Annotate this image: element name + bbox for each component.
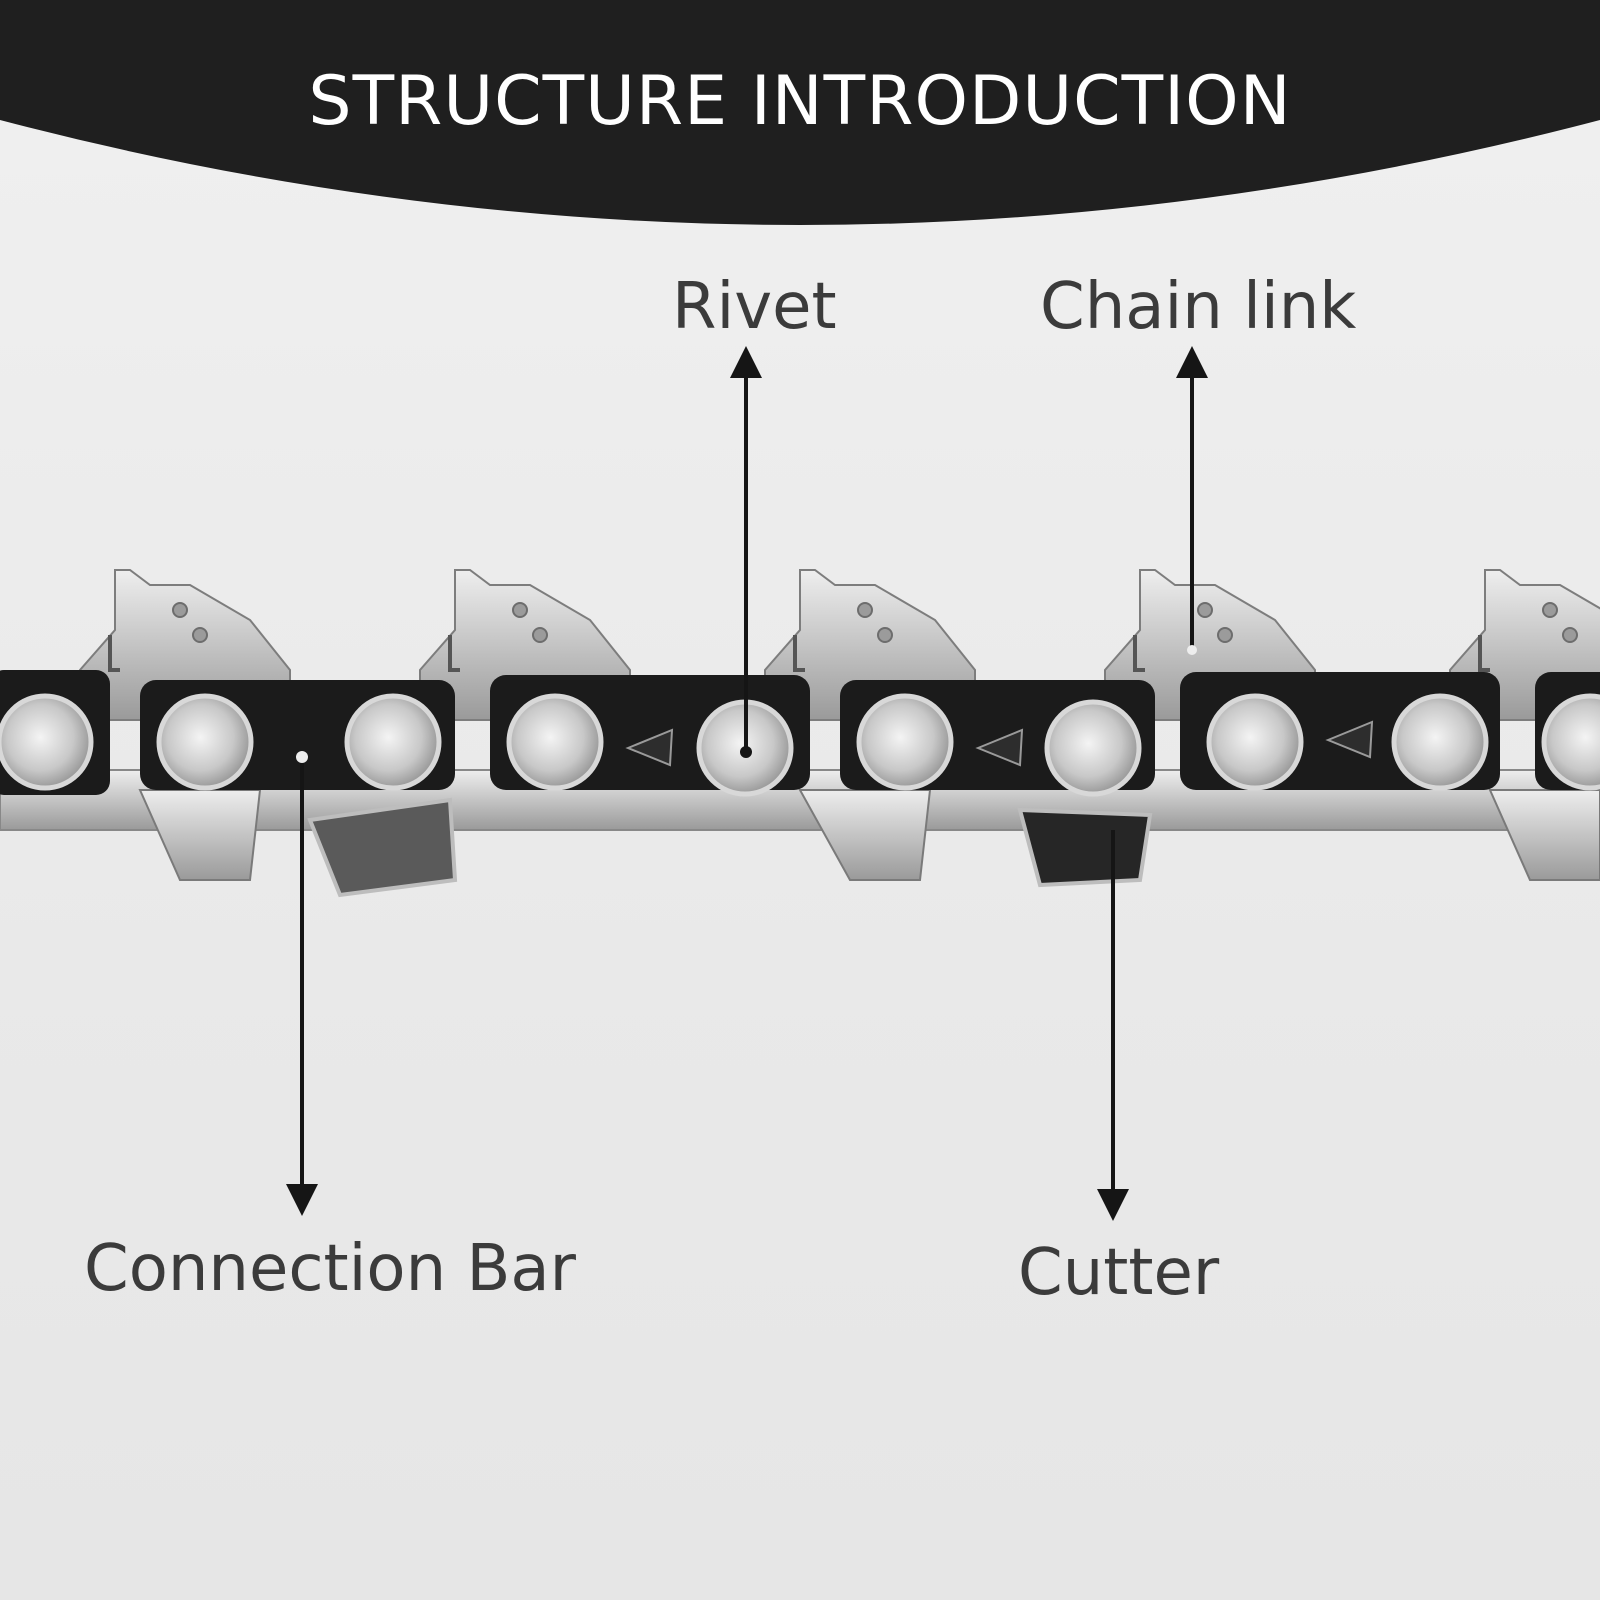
label-rivet: Rivet: [672, 270, 837, 344]
page-title: STRUCTURE INTRODUCTION: [308, 62, 1292, 141]
label-connection-bar: Connection Bar: [84, 1232, 576, 1306]
label-cutter: Cutter: [1018, 1236, 1220, 1310]
label-chain-link: Chain link: [1040, 270, 1357, 344]
direction-triangles: [625, 720, 1374, 767]
cutter-blades: [307, 797, 1153, 898]
pointer-arrows: [286, 346, 1208, 1221]
header-banner: [0, 0, 1600, 225]
